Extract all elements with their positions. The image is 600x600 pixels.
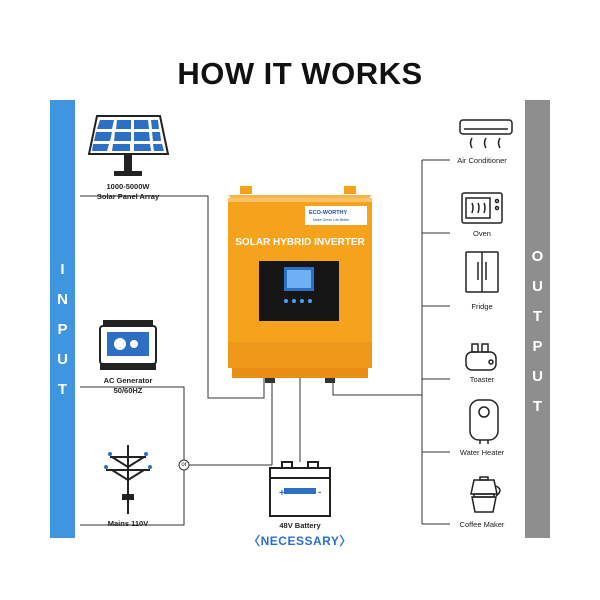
generator-label: AC Generator 50/60HZ [103, 376, 153, 395]
utility-pole-icon [104, 445, 152, 514]
inverter-brand-sub: Make Green Life Better [313, 218, 350, 222]
svg-text:-: - [318, 487, 321, 498]
generator-icon [99, 320, 157, 370]
output-label-water-heater: Water Heater [459, 448, 505, 457]
input-letter: I [60, 261, 65, 278]
generator-wire [80, 386, 185, 526]
input-letter: N [57, 291, 68, 308]
input-letter: U [57, 351, 68, 368]
solar-wire [80, 195, 265, 399]
output-label-oven: Oven [473, 229, 491, 238]
output-letter: P [532, 338, 543, 355]
fridge-icon [465, 251, 499, 293]
coffee-maker-icon [470, 476, 501, 513]
inverter-label: SOLAR HYBRID INVERTER [235, 237, 365, 248]
inverter-brand: ECO-WORTHY [309, 210, 348, 216]
necessary-note: 〈NECESSARY〉 [248, 534, 352, 548]
or-junction-icon [178, 459, 190, 471]
output-trunk-wire [332, 378, 422, 396]
page-title: HOW IT WORKS [177, 56, 423, 91]
output-letter: T [532, 308, 543, 325]
output-letter: T [532, 398, 543, 415]
output-label-toaster: Toaster [469, 375, 495, 384]
or-label: or [181, 462, 187, 468]
solar-label: 1000-5000W Solar Panel Array [96, 182, 160, 201]
battery-icon: + - [269, 461, 331, 517]
input-letter: P [57, 321, 68, 338]
output-label-air-conditioner: Air Conditioner [457, 156, 507, 165]
air-conditioner-icon [459, 119, 513, 149]
mains-label: Mains 110V [107, 519, 149, 528]
svg-text:+: + [279, 488, 285, 499]
output-label-fridge: Fridge [471, 302, 493, 311]
output-bar: O U T P U T [525, 100, 550, 538]
output-letter: U [532, 278, 543, 295]
solar-panel-icon [87, 115, 170, 176]
output-label-coffee-maker: Coffee Maker [459, 520, 505, 529]
oven-icon [461, 192, 503, 224]
input-letter: T [57, 381, 68, 398]
input-bar: I N P U T [50, 100, 75, 538]
battery-label: 48V Battery [279, 521, 321, 530]
water-heater-icon [469, 399, 499, 444]
toaster-icon [465, 343, 497, 371]
inverter-icon [228, 186, 372, 383]
output-letter: U [532, 368, 543, 385]
output-letter: O [531, 248, 544, 265]
